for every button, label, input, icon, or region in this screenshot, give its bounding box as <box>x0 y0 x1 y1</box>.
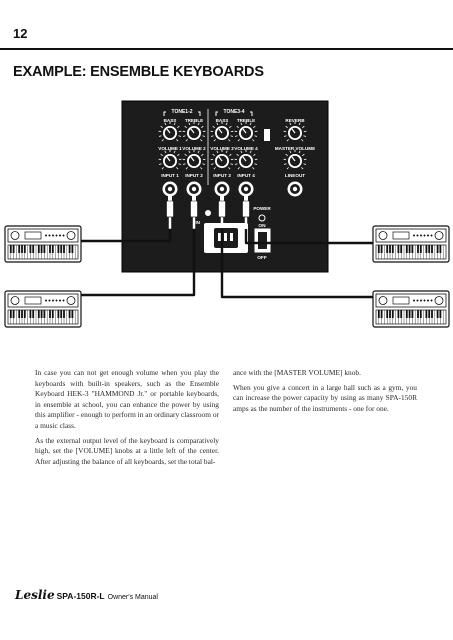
paragraph: ance with the [MASTER VOLUME] knob. <box>233 368 361 377</box>
knob-label: MASTER VOLUME <box>275 146 315 151</box>
keyboard-bottom-left <box>4 290 82 328</box>
jack-label: INPUT 4 <box>237 173 255 178</box>
body-text-left: In case you can not get enough volume wh… <box>35 368 219 471</box>
jack-label: INPUT 1 <box>161 173 179 178</box>
jack-label: INPUT 3 <box>213 173 231 178</box>
switch-off-label: OFF <box>257 255 267 261</box>
power-label: POWER <box>253 206 271 211</box>
ac-in-label: IN <box>195 220 200 226</box>
jack-label: INPUT 2 <box>185 173 203 178</box>
knob[interactable] <box>210 149 234 170</box>
ground-screw <box>205 210 211 216</box>
input-jack[interactable] <box>162 181 178 197</box>
knob-label: VOLUME 1 <box>158 146 182 151</box>
paragraph: In case you can not get enough volume wh… <box>35 368 219 430</box>
jack-label: LINEOUT <box>285 173 305 178</box>
manual-title: Owner's Manual <box>107 594 158 601</box>
input-jack[interactable] <box>238 181 254 197</box>
knob[interactable] <box>234 121 258 142</box>
footer: Leslie SPA-150R-L Owner's Manual <box>15 588 158 602</box>
knob-label: TREBLE <box>185 118 203 123</box>
paragraph: When you give a concert in a large hall … <box>233 382 417 413</box>
top-rule <box>0 48 453 50</box>
knob-label: TREBLE <box>237 118 255 123</box>
tone-group-label: TONE1-2 <box>171 109 192 115</box>
model-name: SPA-150R-L <box>56 591 105 601</box>
knob[interactable] <box>283 149 307 170</box>
knob[interactable] <box>210 121 234 142</box>
knob-label: VOLUME 4 <box>234 146 258 151</box>
input-jack[interactable] <box>214 181 230 197</box>
leslie-logo: Leslie <box>15 588 55 602</box>
switch-on-label: ON <box>258 223 266 229</box>
knob-label: VOLUME 3 <box>210 146 234 151</box>
knob[interactable] <box>234 149 258 170</box>
knob[interactable] <box>182 149 206 170</box>
cable-plug <box>166 195 174 230</box>
input-jack[interactable] <box>287 181 303 197</box>
knob-label: VOLUME 2 <box>182 146 206 151</box>
body-text-right: ance with the [MASTER VOLUME] knob. When… <box>233 368 417 418</box>
knob[interactable] <box>182 121 206 142</box>
keyboard-top-right <box>372 225 450 263</box>
page-heading: EXAMPLE: ENSEMBLE KEYBOARDS <box>13 64 264 80</box>
page-number: 12 <box>13 26 28 41</box>
knob[interactable] <box>158 121 182 142</box>
knob-label: BASS <box>164 118 177 123</box>
knob-label: BASS <box>216 118 229 123</box>
keyboard-bottom-right <box>372 290 450 328</box>
power-led <box>258 214 266 222</box>
knob[interactable] <box>158 149 182 170</box>
power-switch-rocker <box>258 232 267 249</box>
bright-switch[interactable] <box>264 129 270 141</box>
paragraph: As the external output level of the keyb… <box>35 435 219 466</box>
cable-plug <box>190 195 198 230</box>
knob[interactable] <box>283 121 307 142</box>
keyboard-top-left <box>4 225 82 263</box>
input-jack[interactable] <box>186 181 202 197</box>
knob-label: REVERB <box>285 118 305 123</box>
tone-group-label: TONE3-4 <box>223 109 244 115</box>
